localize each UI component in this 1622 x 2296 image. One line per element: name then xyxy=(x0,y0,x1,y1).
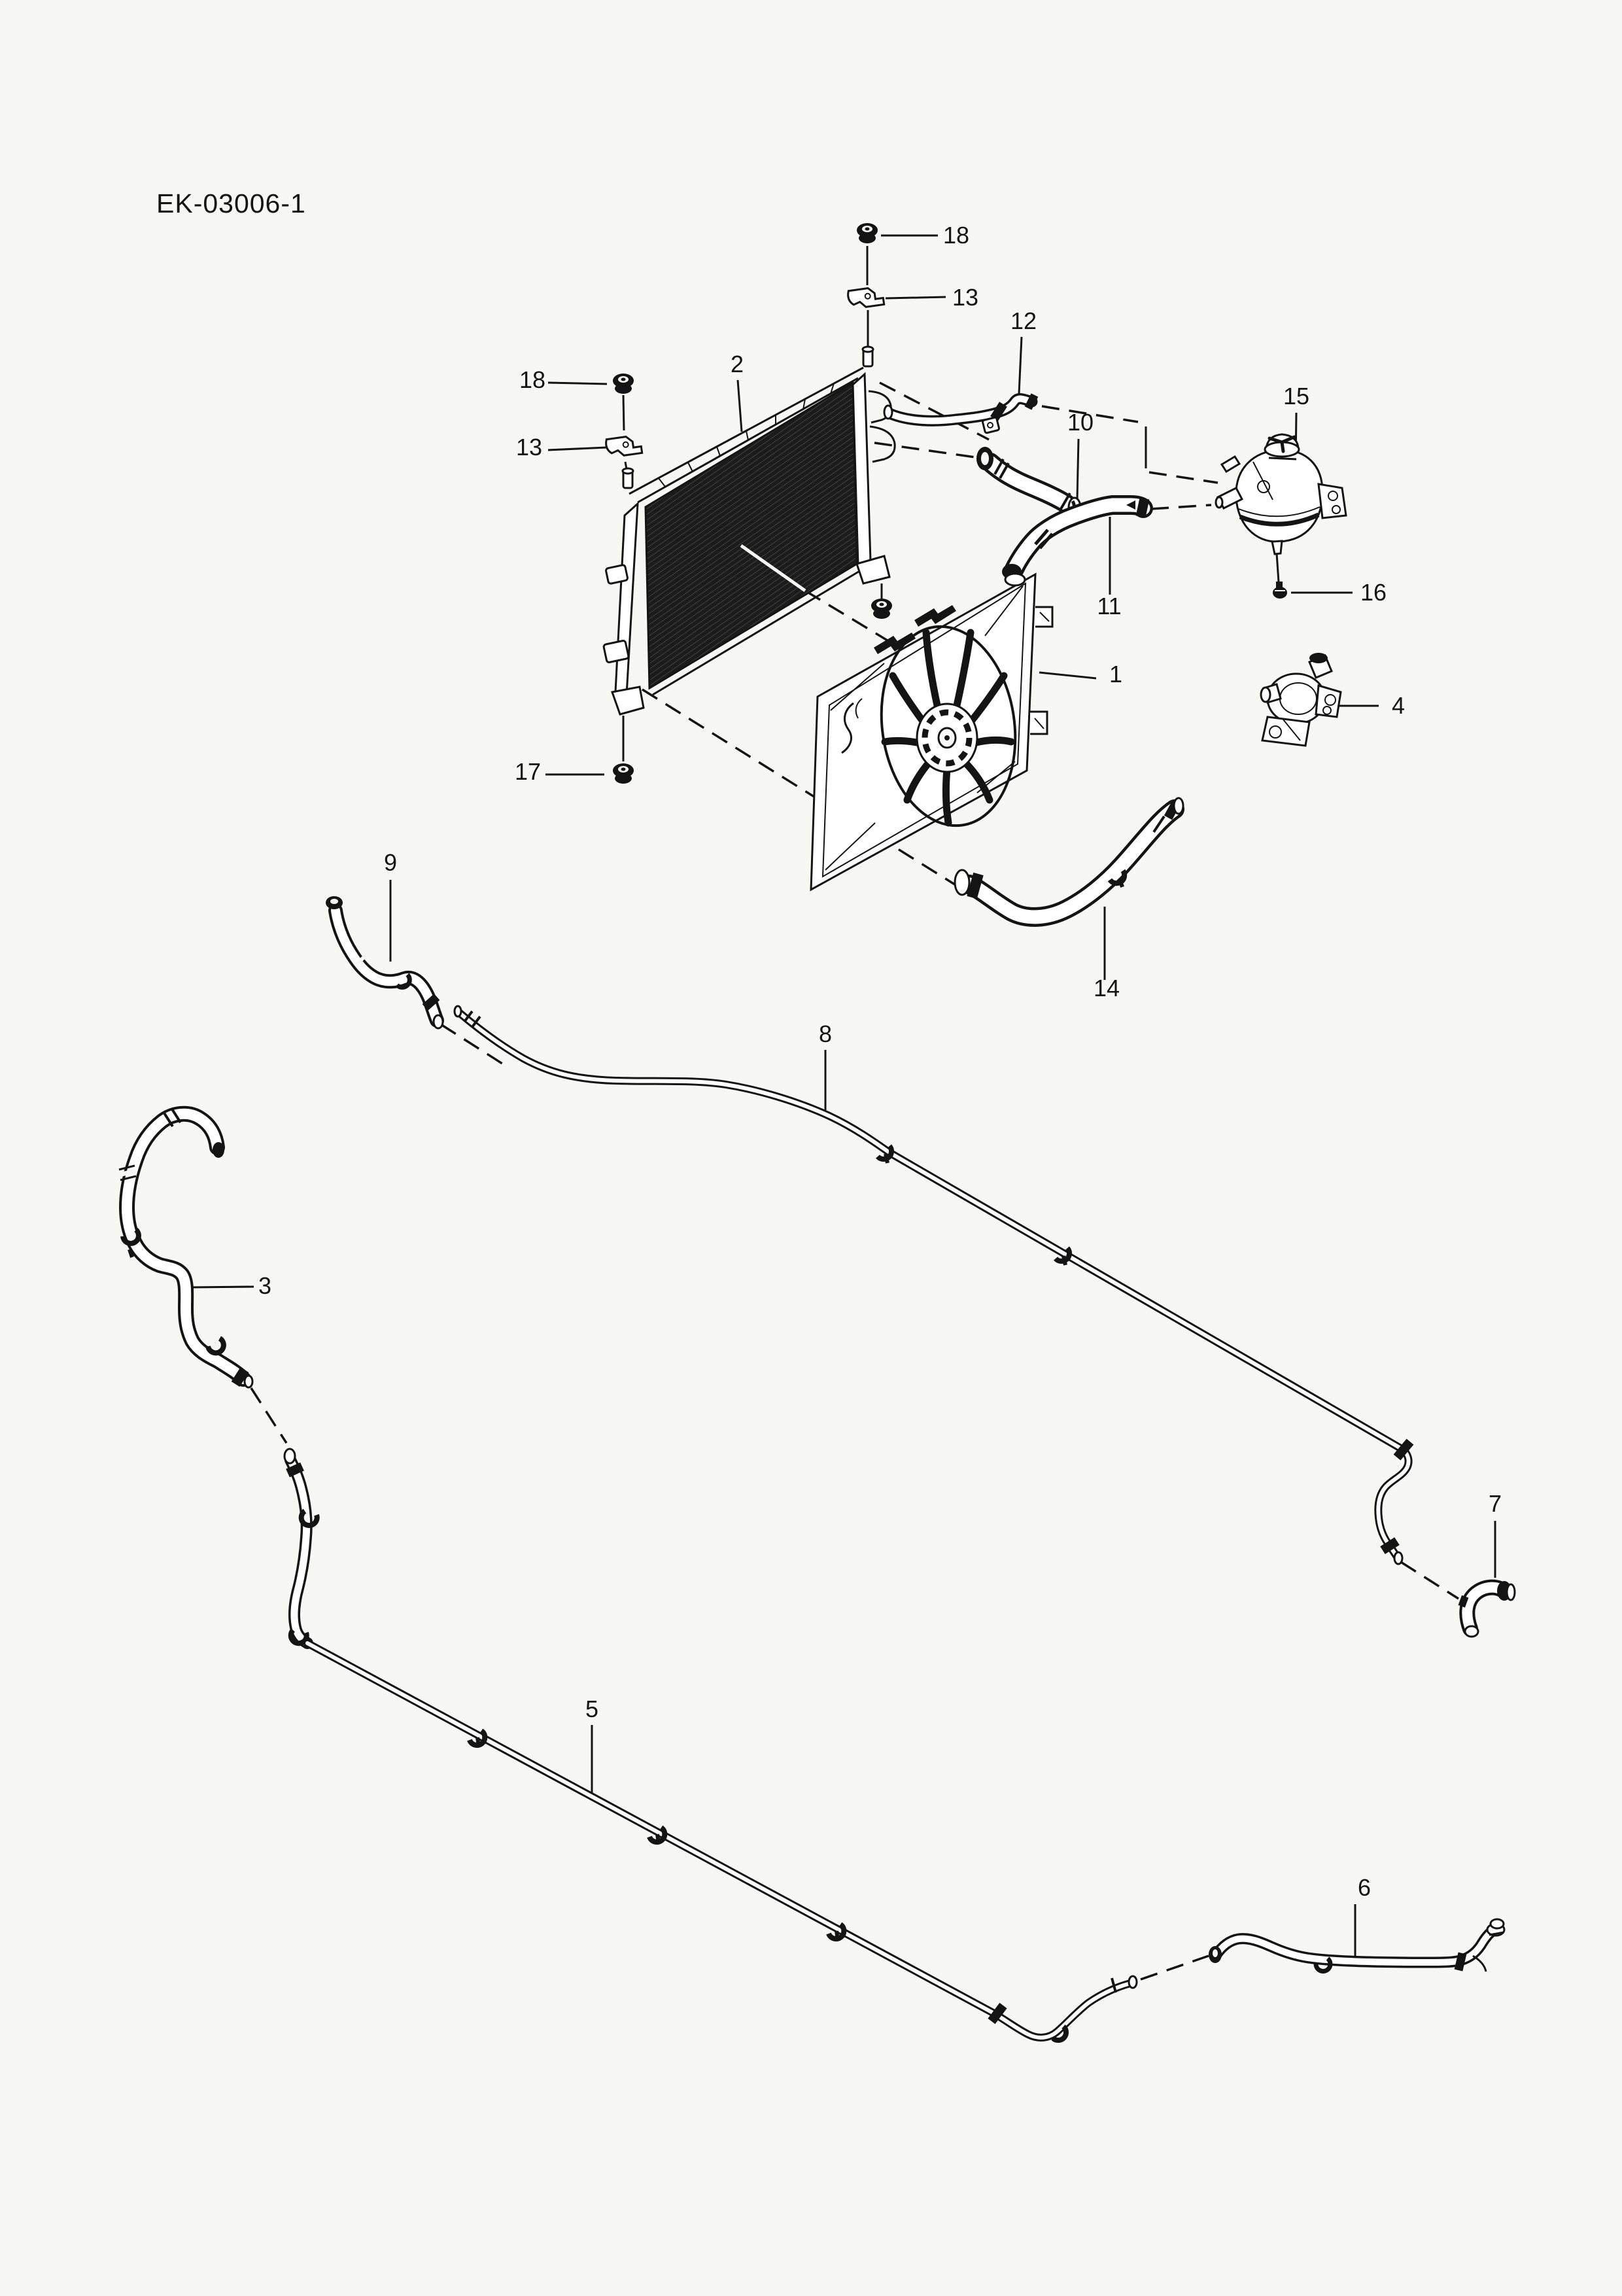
callout-leader-lines xyxy=(190,234,1496,1958)
water-pump-illustration xyxy=(1260,653,1342,747)
part-callout-8: 8 xyxy=(819,1020,832,1047)
part-callout-5: 5 xyxy=(585,1696,598,1722)
part-callout-17: 17 xyxy=(515,758,541,785)
screw-16 xyxy=(1273,582,1287,599)
part-callout-4: 4 xyxy=(1392,692,1405,719)
part-callout-18: 18 xyxy=(943,222,969,249)
bracket-13-top xyxy=(847,287,886,308)
part-callout-14: 14 xyxy=(1094,975,1120,1001)
hose-3-illustration xyxy=(118,1105,254,1389)
guide-lines xyxy=(250,381,1459,1981)
hose-6-illustration xyxy=(1209,1918,1506,1974)
fan-blades xyxy=(881,629,1015,827)
part-callout-10: 10 xyxy=(1067,409,1094,436)
part-callout-9: 9 xyxy=(384,849,397,876)
part-callout-18: 18 xyxy=(519,366,545,393)
pipe-5-illustration xyxy=(283,1448,1138,2044)
radiator-left-foot xyxy=(611,686,645,716)
part-callout-3: 3 xyxy=(258,1272,271,1299)
grommet-lower-right xyxy=(871,599,892,619)
part-callout-6: 6 xyxy=(1358,1874,1371,1901)
radiator-frame-ticks xyxy=(658,383,835,487)
part-callout-12: 12 xyxy=(1010,307,1037,334)
part-callout-13: 13 xyxy=(952,284,978,311)
hose-11-illustration xyxy=(1002,495,1153,587)
hose-10-illustration xyxy=(976,447,1082,519)
grommet-18-left xyxy=(613,374,634,394)
grommet-17 xyxy=(613,763,634,784)
part-callout-13: 13 xyxy=(516,434,542,461)
fan-assembly-illustration xyxy=(810,572,1054,892)
expansion-tank-illustration xyxy=(1215,433,1347,555)
diagram-code: EK-03006-1 xyxy=(156,188,306,218)
bracket-13-left xyxy=(605,436,644,457)
part-callout-1: 1 xyxy=(1109,661,1122,687)
part-callout-2: 2 xyxy=(731,351,744,377)
radiator-illustration xyxy=(602,345,896,716)
hose-12-illustration xyxy=(883,392,1039,434)
part-callout-7: 7 xyxy=(1489,1490,1502,1517)
part-callout-11: 11 xyxy=(1097,593,1121,619)
radiator-right-foot xyxy=(855,555,891,585)
hose-14-illustration xyxy=(954,797,1184,927)
radiator-left-column xyxy=(614,501,639,696)
hose-7-illustration xyxy=(1458,1579,1516,1638)
part-callout-16: 16 xyxy=(1360,579,1387,606)
pipe-8-illustration xyxy=(453,1005,1414,1565)
grommet-18-top xyxy=(857,223,878,243)
part-callout-15: 15 xyxy=(1283,383,1309,409)
hose-9-illustration xyxy=(326,896,444,1030)
